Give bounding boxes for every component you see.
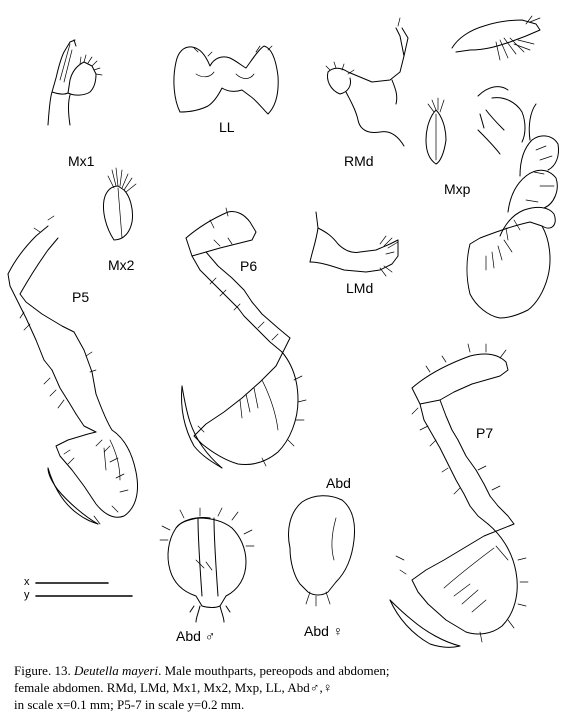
caption-species: Deutella mayeri [73, 663, 159, 678]
label-p6: P6 [240, 258, 258, 274]
label-lmd: LMd [346, 280, 374, 296]
mx1-drawing [47, 39, 103, 126]
label-mx2: Mx2 [108, 257, 135, 273]
label-abd-female: Abd ♀ [304, 623, 344, 639]
caption-line1-rest: . Male mouthparts, pereopods and abdomen… [158, 663, 390, 678]
mx2-drawing [103, 167, 137, 241]
scale-bars [35, 582, 133, 597]
label-abd-male: Abd ♂ [176, 628, 216, 644]
figure-plate [7, 15, 559, 648]
ll-drawing [173, 45, 279, 115]
scale-label-y: y [24, 589, 30, 601]
mxp-drawing [451, 15, 559, 319]
abd-female-drawing [288, 495, 355, 607]
lmd-drawing [309, 211, 399, 277]
label-ll: LL [219, 119, 235, 135]
label-abd: Abd [326, 475, 351, 491]
label-rmd: RMd [344, 153, 374, 169]
label-mxp: Mxp [444, 181, 471, 197]
figure-caption: Figure. 13. Deutella mayeri. Male mouthp… [14, 662, 570, 713]
label-p7: P7 [476, 425, 494, 441]
scale-label-x: x [24, 576, 30, 588]
caption-line-3: in scale x=0.1 mm; P5-7 in scale y=0.2 m… [14, 697, 245, 712]
label-mx1: Mx1 [68, 153, 95, 169]
p5-drawing [7, 215, 138, 525]
caption-prefix: Figure. 13. [14, 663, 71, 678]
abd-male-drawing [159, 507, 255, 623]
rmd-drawing [325, 17, 409, 147]
caption-line-1: Figure. 13. Deutella mayeri. Male mouthp… [14, 662, 570, 679]
caption-line-2: female abdomen. RMd, LMd, Mx1, Mx2, Mxp,… [14, 680, 333, 695]
label-p5: P5 [72, 289, 90, 305]
p7-drawing [389, 343, 529, 648]
mxp-palp-drawing [425, 97, 447, 165]
p6-drawing [181, 207, 307, 469]
